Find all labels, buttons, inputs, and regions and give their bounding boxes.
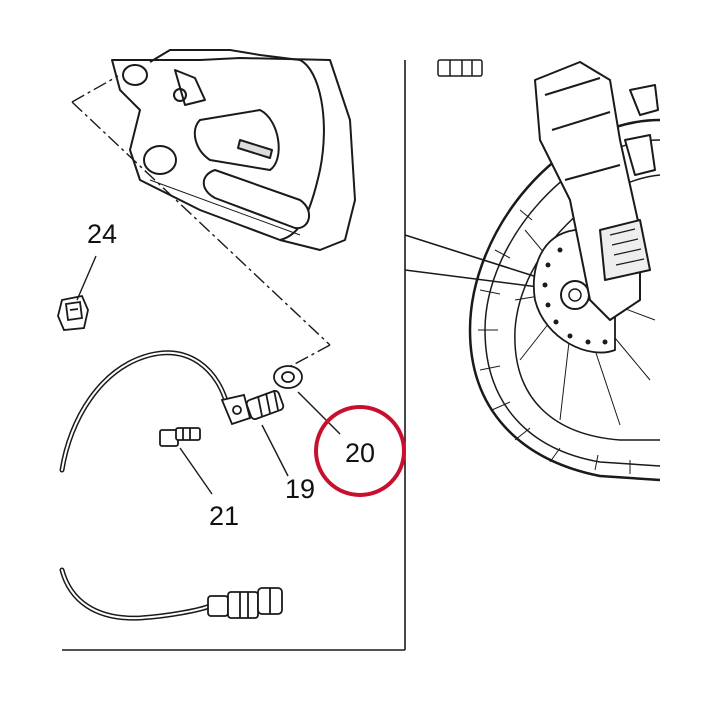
leader-21	[179, 447, 213, 495]
small-fixture	[437, 59, 483, 77]
front-fork	[534, 61, 659, 321]
speed-sensor	[220, 389, 285, 426]
inset-frame	[62, 60, 406, 651]
brake-caliper	[111, 49, 356, 251]
mounting-bolt	[159, 427, 201, 447]
cable-clip	[57, 294, 89, 331]
cable-connector	[207, 587, 283, 619]
sensor-cable	[59, 350, 228, 621]
leader-19	[261, 424, 289, 477]
sensor-cable-inner	[61, 351, 226, 620]
highlight-circle	[314, 405, 406, 497]
assembly-axis-lines	[71, 75, 331, 374]
leader-20	[297, 391, 341, 435]
spacer-washer	[273, 365, 303, 389]
callout-20: 20	[345, 438, 375, 468]
callout-19: 19	[285, 474, 315, 504]
leader-24	[76, 255, 97, 301]
callout-24: 24	[87, 219, 117, 249]
callout-21: 21	[209, 501, 239, 531]
